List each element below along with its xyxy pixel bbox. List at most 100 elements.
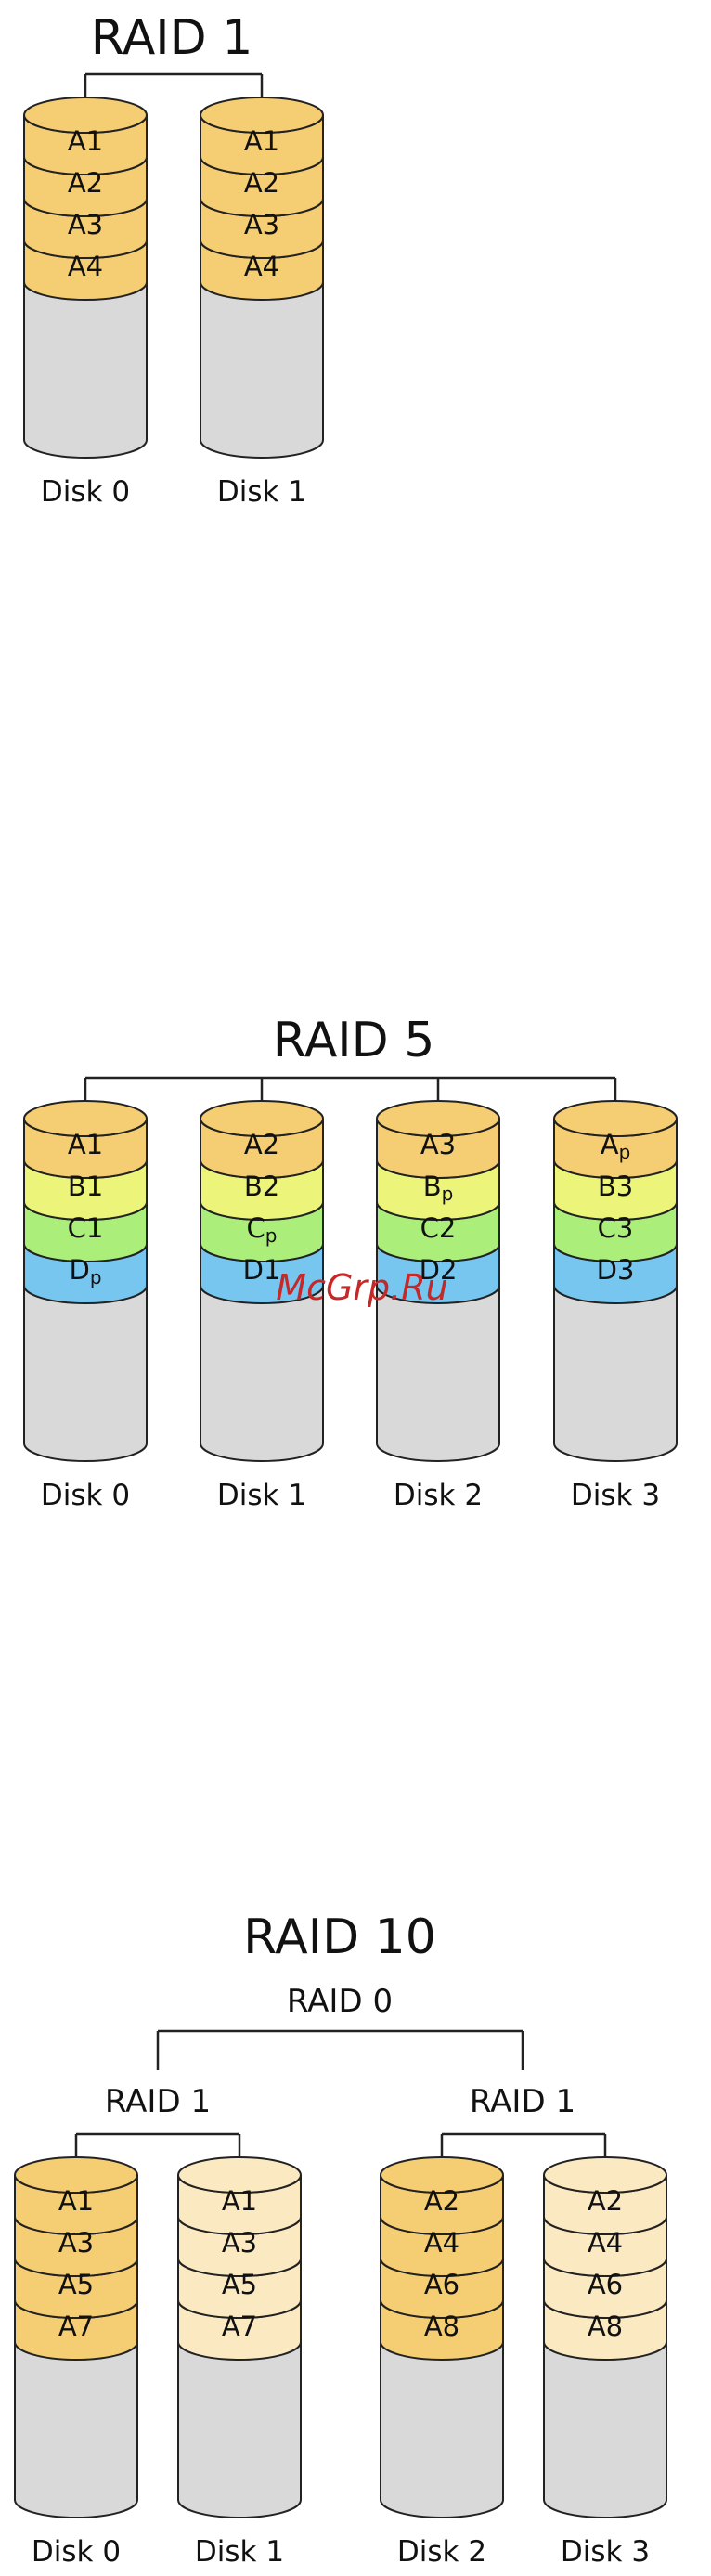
disk-empty-space <box>200 1286 323 1461</box>
block-label-text: C3 <box>598 1212 634 1244</box>
block-label-text: A <box>601 1129 619 1160</box>
block-label: A6 <box>424 2269 459 2300</box>
block-label-text: B2 <box>244 1171 279 1202</box>
block-label-text: A4 <box>424 2227 459 2259</box>
block-label: A2 <box>244 1129 279 1160</box>
block-label: A2 <box>68 167 103 199</box>
block-label-text: A3 <box>420 1129 456 1160</box>
block-label-subscript: p <box>442 1183 454 1205</box>
block-label-text: A4 <box>588 2227 623 2259</box>
block-label-text: A2 <box>68 167 103 199</box>
disk-label: Disk 2 <box>394 1479 483 1512</box>
stripe-label: RAID 0 <box>287 1983 393 2020</box>
block-label-text: C1 <box>68 1212 104 1244</box>
block-label: A8 <box>424 2311 459 2342</box>
disk-empty-space <box>200 282 323 458</box>
block-label-text: B3 <box>598 1171 633 1202</box>
block-label: A2 <box>588 2185 623 2217</box>
block-label: A1 <box>68 125 103 157</box>
block-label-text: B1 <box>68 1171 103 1202</box>
block-label: D3 <box>597 1254 635 1286</box>
block-label: B2 <box>244 1171 279 1202</box>
block-label: A8 <box>588 2311 623 2342</box>
block-label-text: A4 <box>244 251 279 282</box>
block-label-text: A3 <box>58 2227 94 2259</box>
block-label: D1 <box>243 1254 281 1286</box>
block-label-text: A1 <box>222 2185 257 2217</box>
block-label-text: D3 <box>597 1254 635 1286</box>
block-label-text: A3 <box>68 209 103 240</box>
block-label-text: C2 <box>420 1212 457 1244</box>
block-label: A4 <box>244 251 279 282</box>
block-label-text: A7 <box>222 2311 257 2342</box>
block-label: B1 <box>68 1171 103 1202</box>
block-label-text: A8 <box>424 2311 459 2342</box>
block-label: A5 <box>58 2269 94 2300</box>
disk-empty-space <box>544 2342 666 2518</box>
disk-label: Disk 0 <box>41 475 130 509</box>
disk-empty-space <box>24 1286 147 1461</box>
mirror-label: RAID 1 <box>470 2083 575 2120</box>
block-label-text: A1 <box>58 2185 94 2217</box>
block-label-text: A3 <box>244 209 279 240</box>
block-label: A2 <box>424 2185 459 2217</box>
disk-empty-space <box>178 2342 301 2518</box>
block-label-text: A5 <box>222 2269 257 2300</box>
raid10-diagram: RAID 10RAID 0RAID 1RAID 1A1A3A5A7Disk 0A… <box>15 1909 666 2569</box>
block-label: A4 <box>588 2227 623 2259</box>
block-label-text: A2 <box>244 1129 279 1160</box>
block-label: C2 <box>420 1212 457 1244</box>
block-label-text: A3 <box>222 2227 257 2259</box>
block-label-text: D <box>69 1254 89 1286</box>
disk-label: Disk 3 <box>561 2535 650 2569</box>
block-label-text: A2 <box>424 2185 459 2217</box>
block-label: A7 <box>58 2311 94 2342</box>
block-label: A4 <box>424 2227 459 2259</box>
disk-label: Disk 0 <box>32 2535 121 2569</box>
block-label: A3 <box>222 2227 257 2259</box>
disk-label: Disk 0 <box>41 1479 130 1512</box>
block-label: A6 <box>588 2269 623 2300</box>
disk-label: Disk 1 <box>217 475 306 509</box>
block-label-text: A7 <box>58 2311 94 2342</box>
block-label-text: B <box>423 1171 442 1202</box>
block-label-text: A6 <box>424 2269 459 2300</box>
block-label: A3 <box>244 209 279 240</box>
block-label: A2 <box>244 167 279 199</box>
disk-empty-space <box>24 282 147 458</box>
diagram-title: RAID 5 <box>273 1013 435 1068</box>
block-label-text: A6 <box>588 2269 623 2300</box>
block-label: C3 <box>598 1212 634 1244</box>
block-label-subscript: p <box>619 1141 631 1163</box>
block-label: A1 <box>244 125 279 157</box>
block-label: A1 <box>58 2185 94 2217</box>
disk-empty-space <box>377 1286 499 1461</box>
raid1-diagram: RAID 1A1A2A3A4Disk 0A1A2A3A4Disk 1 <box>24 10 323 509</box>
block-label-text: A5 <box>58 2269 94 2300</box>
block-label: A3 <box>68 209 103 240</box>
block-label: A3 <box>420 1129 456 1160</box>
block-label: A3 <box>58 2227 94 2259</box>
disk-label: Disk 1 <box>195 2535 284 2569</box>
block-label-text: A1 <box>244 125 279 157</box>
block-label: C1 <box>68 1212 104 1244</box>
disk-empty-space <box>381 2342 503 2518</box>
diagram-title: RAID 1 <box>91 10 253 66</box>
block-label-text: A4 <box>68 251 103 282</box>
block-label: A1 <box>68 1129 103 1160</box>
block-label: B3 <box>598 1171 633 1202</box>
block-label: A4 <box>68 251 103 282</box>
block-label: A5 <box>222 2269 257 2300</box>
disk-label: Disk 2 <box>397 2535 486 2569</box>
